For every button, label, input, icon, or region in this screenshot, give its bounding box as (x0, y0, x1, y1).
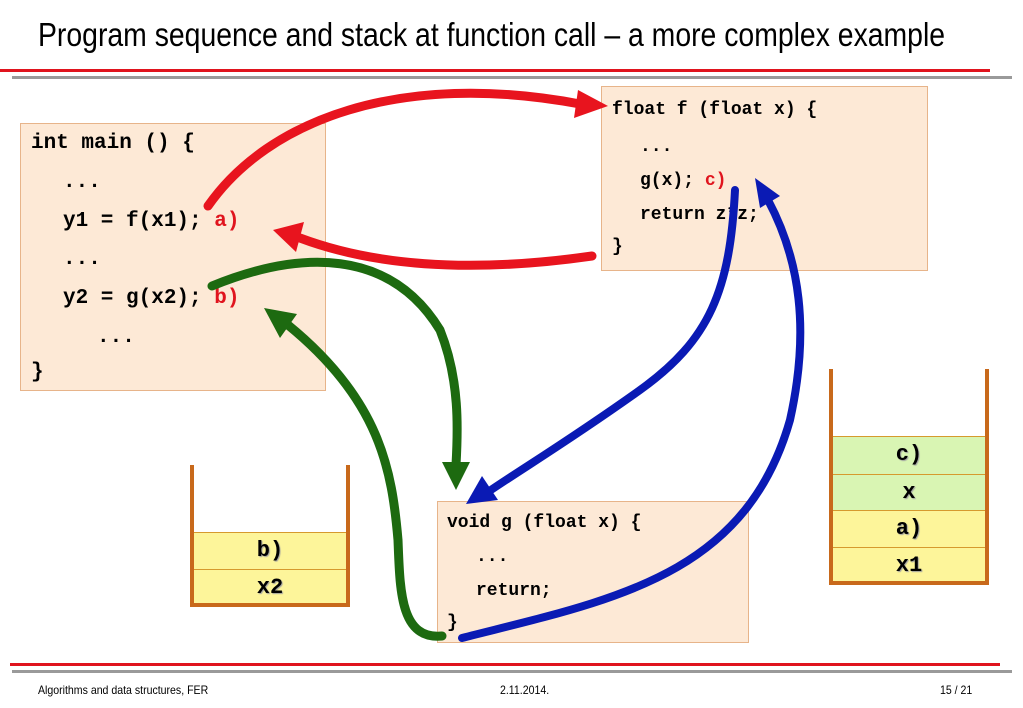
stack-right-item-return-a: a) (833, 510, 985, 547)
main-line-6: ... (97, 326, 135, 349)
arrow-g-return-to-c (458, 196, 805, 642)
footer-page-number: 15 / 21 (940, 683, 973, 697)
arrow-main-to-g-head (442, 462, 470, 490)
f-line-3: g(x); c) (640, 171, 726, 191)
stack-right-item-x1: x1 (833, 547, 985, 581)
arrow-f-to-g-head (466, 476, 498, 504)
arrow-f-return-to-a (295, 233, 597, 270)
main-line-7: } (31, 361, 44, 384)
main-line-1: int main () { (31, 132, 195, 155)
footer-course: Algorithms and data structures, FER (38, 683, 209, 697)
stack-left-item-return-b: b) (194, 532, 346, 569)
stack-left-floor (190, 603, 350, 607)
main-line-2: ... (63, 171, 101, 194)
return-label-b: b) (214, 287, 240, 310)
main-line-4: ... (63, 248, 101, 271)
return-label-a: a) (214, 210, 240, 233)
g-line-2: ... (476, 547, 509, 567)
arrow-main-to-f (203, 88, 585, 211)
footer-divider-gray (12, 670, 1012, 673)
stack-right-wall-right (985, 369, 989, 584)
g-line-1: void g (float x) { (447, 513, 642, 533)
stack-right-item-return-c: c) (833, 436, 985, 474)
stack-right-floor (829, 581, 989, 585)
f-line-2: ... (640, 137, 673, 157)
stack-right-item-x: x (833, 474, 985, 510)
stack-right-wall-left (829, 369, 833, 584)
stack-left-wall-right (346, 465, 350, 606)
g-line-3: return; (476, 581, 552, 601)
arrow-main-to-g (207, 257, 462, 470)
slide-title: Program sequence and stack at function c… (38, 16, 946, 53)
stack-left-item-x2: x2 (194, 569, 346, 603)
footer-divider-red (10, 663, 1000, 666)
f-function-box: float f (float x) { ... g(x); c) return … (601, 86, 928, 271)
arrow-f-to-g (484, 186, 739, 496)
title-divider-red (0, 69, 990, 72)
main-line-5: y2 = g(x2); b) (63, 287, 239, 310)
main-line-3: y1 = f(x1); a) (63, 210, 239, 233)
arrow-f-return-to-a-head (273, 222, 304, 252)
f-call-g: g(x); (640, 171, 705, 191)
g-function-box: void g (float x) { ... return; } (437, 501, 749, 643)
stack-left-wall-left (190, 465, 194, 606)
arrow-g-return-to-b-head (264, 308, 297, 338)
return-label-c: c) (704, 171, 727, 191)
f-line-1: float f (float x) { (612, 100, 818, 120)
f-line-5: } (612, 237, 623, 257)
main-function-box: int main () { ... y1 = f(x1); a) ... y2 … (20, 123, 326, 391)
g-line-4: } (447, 613, 458, 633)
main-call-g: y2 = g(x2); (63, 287, 215, 310)
arrow-main-to-f-head (574, 90, 608, 118)
arrow-g-return-to-c-head (755, 178, 780, 208)
arrow-g-return-to-b (283, 320, 447, 641)
main-call-f: y1 = f(x1); (63, 210, 215, 233)
footer-date: 2.11.2014. (500, 683, 550, 697)
title-divider-gray (12, 76, 1012, 79)
